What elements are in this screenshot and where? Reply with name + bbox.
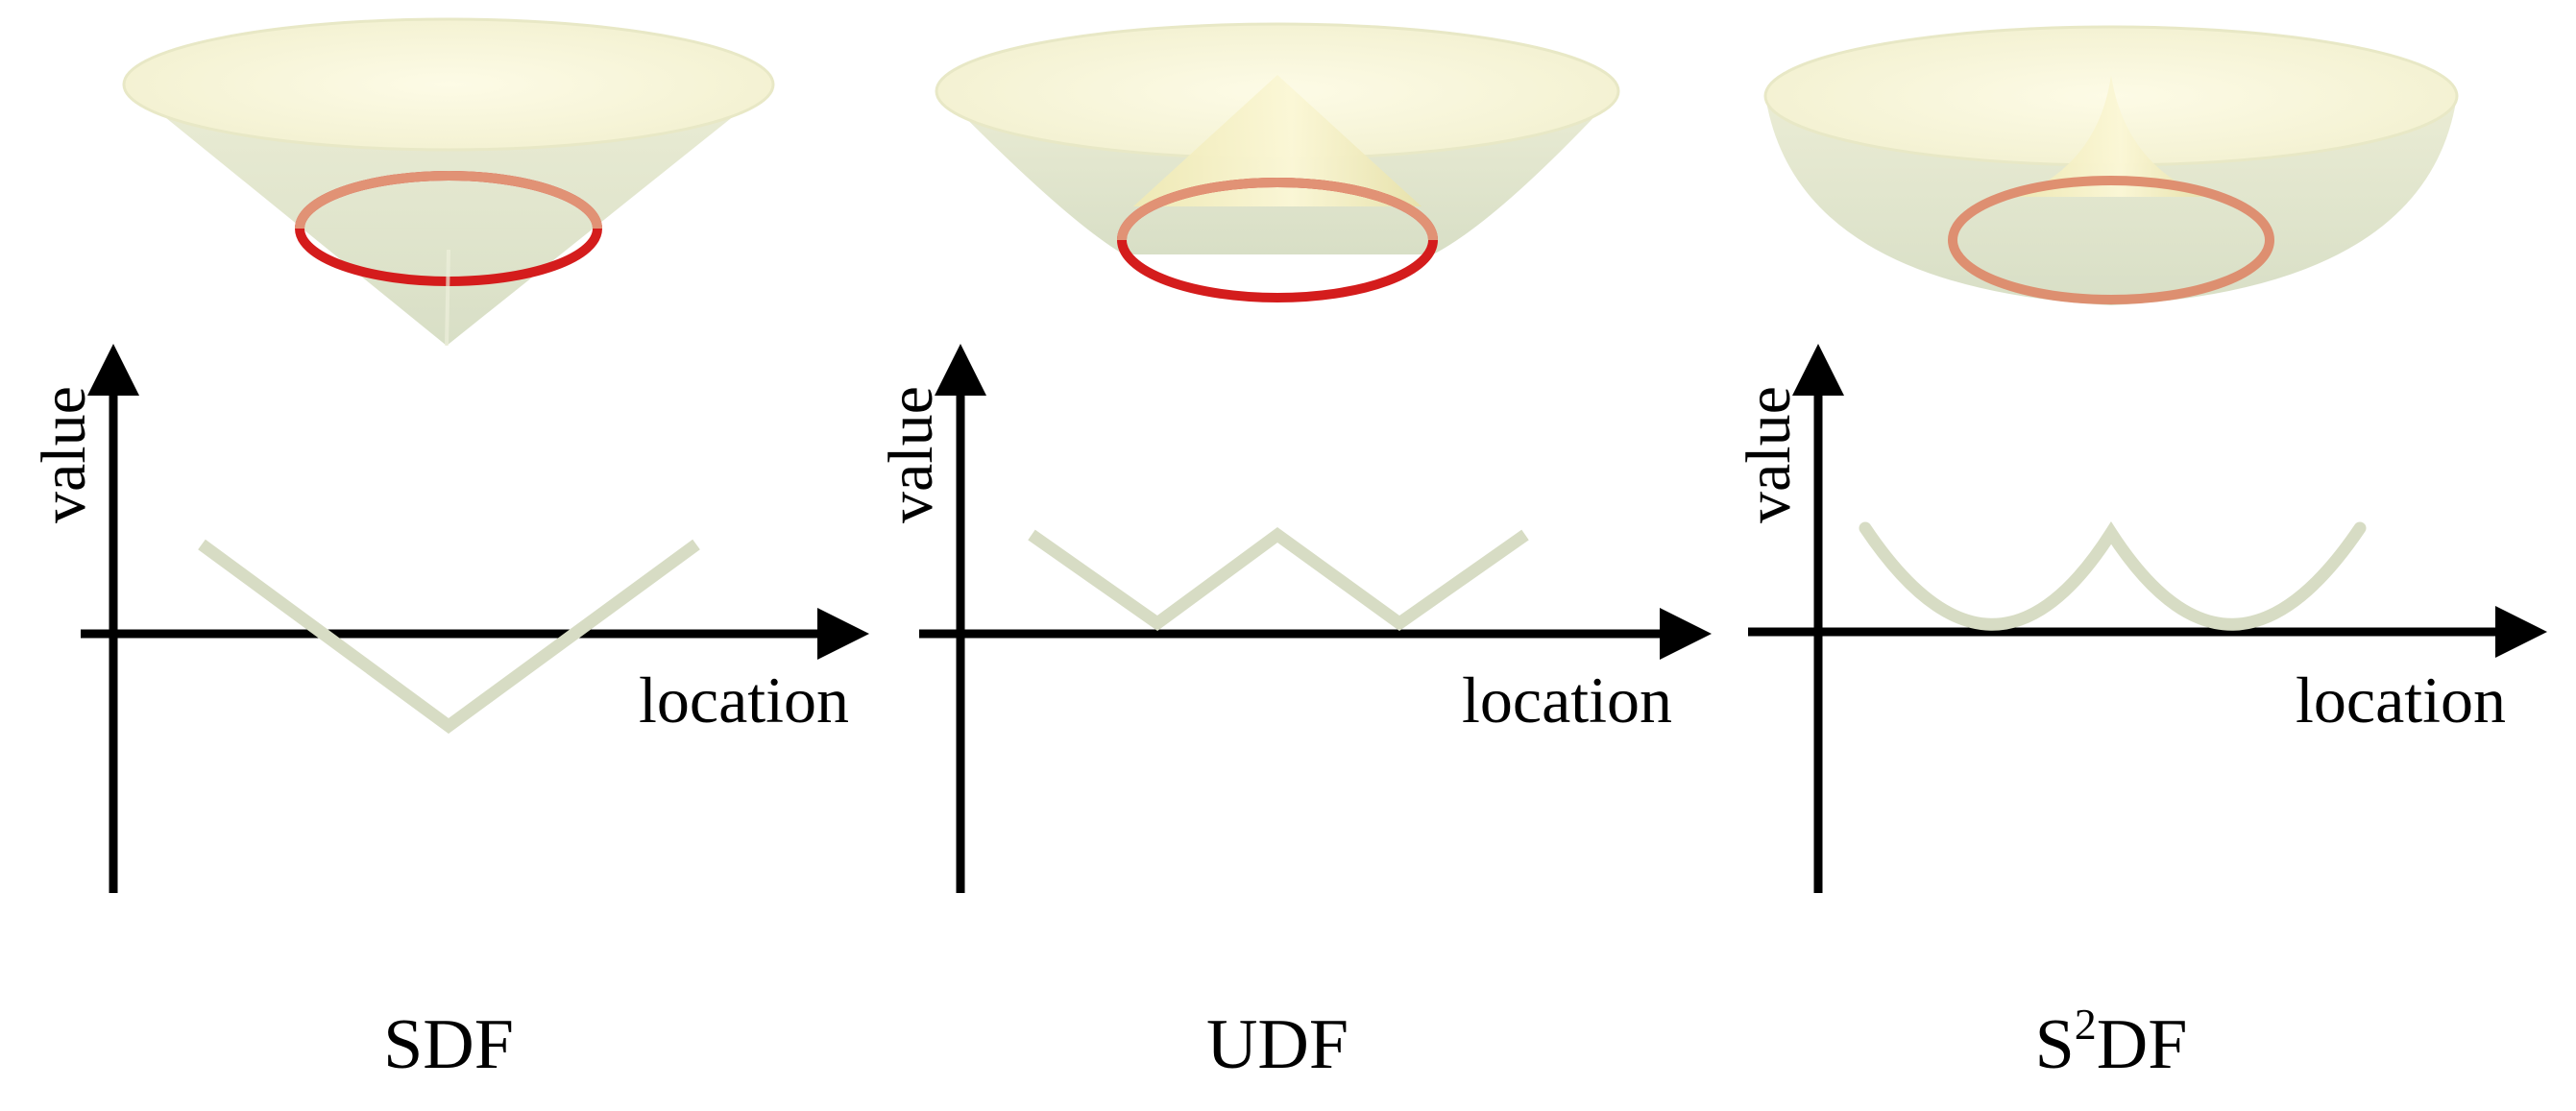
udf-caption: UDF (1206, 1005, 1349, 1084)
panel-sdf: value location SDF (29, 17, 869, 1084)
udf-curve (1028, 526, 1529, 632)
sdf-x-axis-label: location (639, 664, 849, 737)
s2df-axes (1748, 344, 2547, 893)
s2df-caption-rest: DF (2097, 1005, 2188, 1084)
udf-axes (919, 344, 1712, 893)
s2df-curve (1859, 520, 2367, 631)
udf-cone-tip (1133, 75, 1422, 206)
s2df-bowl-surface (1763, 25, 2459, 305)
s2df-zero-level-ring (1948, 176, 2274, 304)
panel-udf: value location UDF (876, 22, 1712, 1084)
sdf-axes (81, 344, 869, 893)
udf-cone-surface (935, 22, 1620, 302)
s2df-caption: S2DF (2035, 1000, 2188, 1084)
panel-s2df: value location S2DF (1734, 25, 2547, 1084)
s2df-cusp-tip (2017, 75, 2205, 197)
sdf-cone-surface (122, 17, 775, 347)
sdf-curve (198, 539, 700, 735)
udf-y-axis-label: value (876, 386, 946, 523)
s2df-caption-superscript: 2 (2075, 1000, 2097, 1049)
udf-x-axis-label: location (1462, 664, 1672, 737)
s2df-x-axis-label: location (2296, 664, 2506, 737)
sdf-caption: SDF (383, 1005, 514, 1084)
sdf-y-axis-label: value (29, 386, 99, 523)
s2df-y-axis-label: value (1734, 386, 1804, 523)
s2df-caption-base: S (2035, 1005, 2075, 1084)
